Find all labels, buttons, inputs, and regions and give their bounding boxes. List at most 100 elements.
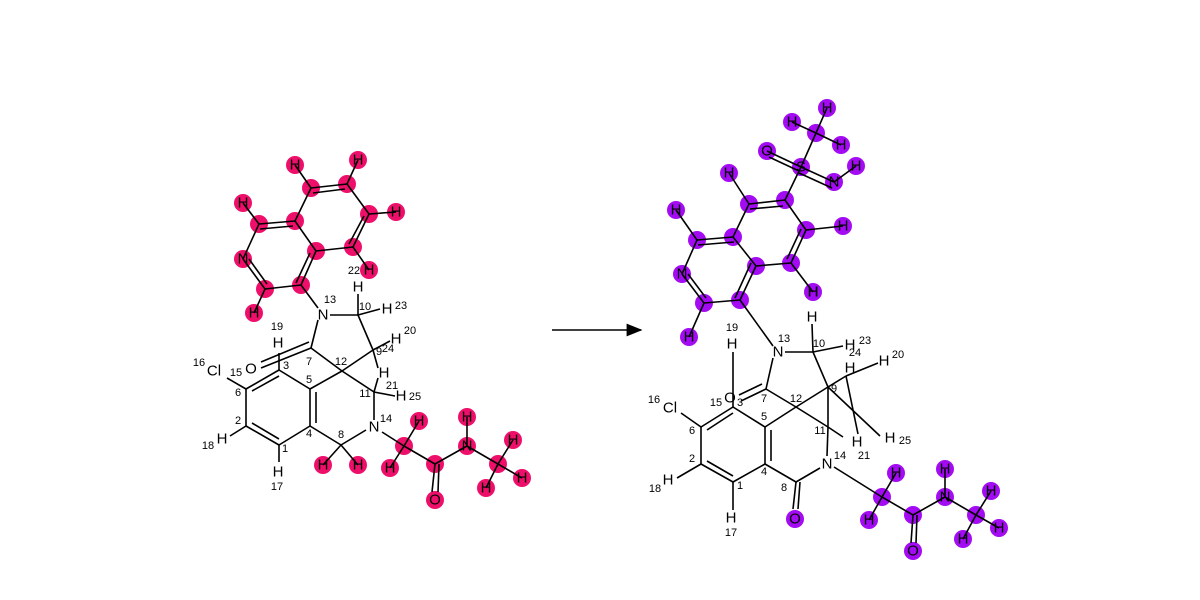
atom-number: 17 — [725, 527, 737, 539]
atom-number: 20 — [404, 325, 416, 337]
atom-label: H — [851, 158, 862, 175]
atom-number: 9 — [376, 346, 382, 358]
atom-label: H — [684, 329, 695, 346]
atom-label: N — [822, 456, 833, 473]
atom-number: 3 — [737, 397, 743, 409]
atom-label: H — [353, 279, 364, 296]
atom-label: N — [318, 307, 329, 324]
atom-number: 14 — [834, 450, 846, 462]
reactant-atom-labels: H H H H N H H H N H H H H H O Cl N H H H… — [207, 152, 528, 509]
atom-label: H — [671, 202, 682, 219]
atom-number: 25 — [899, 435, 911, 447]
atom-number: 23 — [859, 335, 871, 347]
atom-number: 9 — [831, 383, 837, 395]
atom-number: 11 — [814, 425, 825, 437]
atom-number: 10 — [359, 301, 371, 313]
atom-label: H — [838, 218, 849, 235]
atom-label: H — [391, 331, 402, 348]
atom-label: H — [807, 309, 818, 326]
atom-label: N — [940, 489, 951, 506]
atom-label: H — [724, 165, 735, 182]
atom-number: 14 — [380, 413, 392, 425]
atom-label: H — [879, 353, 890, 370]
atom-label: H — [290, 157, 301, 174]
atom-number: 12 — [790, 393, 802, 405]
atom-number: 1 — [737, 480, 743, 492]
atom-label: H — [864, 512, 875, 529]
product-atom-labels: H H H O S H N H H H N H H H N H H H H H … — [663, 100, 1005, 560]
atom-label: H — [940, 461, 951, 478]
atom-number: 15 — [230, 367, 242, 379]
atom-number: 16 — [193, 357, 205, 369]
atom-label: H — [508, 432, 519, 449]
atom-label: N — [238, 251, 249, 268]
atom-label: N — [677, 266, 688, 283]
atom-number: 4 — [306, 428, 312, 440]
atom-label: H — [353, 152, 364, 169]
atom-number: 18 — [202, 440, 214, 452]
atom-number: 6 — [235, 387, 241, 399]
atom-label: H — [885, 430, 896, 447]
product-highlights — [667, 99, 1008, 560]
atom-number: 11 — [359, 388, 370, 400]
atom-number: 7 — [306, 356, 312, 368]
atom-label: Cl — [663, 400, 677, 417]
atom-label: N — [462, 438, 473, 455]
atom-label: H — [273, 464, 284, 481]
atom-label: O — [245, 361, 257, 378]
atom-label: H — [994, 520, 1005, 537]
atom-label: H — [414, 413, 425, 430]
atom-number: 16 — [648, 394, 660, 406]
atom-number: 21 — [858, 450, 870, 462]
atom-label: H — [318, 457, 329, 474]
atom-label: Cl — [207, 363, 221, 380]
atom-label: H — [663, 472, 674, 489]
atom-label: O — [789, 511, 801, 528]
atom-label: H — [836, 137, 847, 154]
product-atom-numbers: 1 2 3 4 5 6 7 8 9 10 11 12 13 14 15 16 1… — [648, 322, 911, 539]
atom-number: 25 — [409, 391, 421, 403]
atom-label: H — [217, 431, 228, 448]
atom-label: O — [907, 543, 919, 560]
atom-label: H — [822, 100, 833, 117]
atom-label: N — [369, 419, 380, 436]
atom-number: 20 — [892, 349, 904, 361]
atom-number: 7 — [761, 393, 767, 405]
product-molecule: H H H O S H N H H H N H H H N H H H H H … — [648, 99, 1008, 560]
atom-number: 2 — [689, 453, 695, 465]
atom-number: 12 — [335, 356, 347, 368]
atom-number: 1 — [282, 443, 288, 455]
atom-number: 3 — [283, 360, 289, 372]
atom-number: 19 — [271, 321, 283, 333]
atom-label: H — [891, 465, 902, 482]
atom-label: H — [462, 409, 473, 426]
reactant-bonds — [226, 159, 523, 493]
atom-label: H — [481, 480, 492, 497]
atom-number: 6 — [689, 425, 695, 437]
atom-label: H — [382, 301, 393, 318]
reactant-atom-numbers: 1 2 3 4 5 6 7 8 9 10 11 12 13 14 15 16 1… — [193, 265, 421, 493]
atom-number: 4 — [761, 466, 767, 478]
atom-label: N — [829, 174, 840, 191]
atom-label: H — [238, 195, 249, 212]
atom-label: H — [364, 262, 375, 279]
atom-number: 19 — [726, 322, 738, 334]
reactant-molecule: H H H H N H H H N H H H H H O Cl N H H H… — [193, 151, 531, 509]
atom-number: 21 — [386, 380, 398, 392]
atom-label: H — [787, 114, 798, 131]
atom-label: N — [773, 344, 784, 361]
atom-number: 10 — [813, 338, 825, 350]
atom-number: 8 — [781, 482, 787, 494]
atom-number: 22 — [348, 265, 360, 277]
atom-number: 13 — [778, 333, 790, 345]
atom-label: H — [958, 531, 969, 548]
atom-number: 24 — [849, 347, 861, 359]
atom-number: 18 — [649, 483, 661, 495]
atom-label: O — [761, 143, 773, 160]
atom-label: H — [726, 510, 737, 527]
atom-number: 5 — [306, 374, 312, 386]
atom-label: H — [845, 360, 856, 377]
atom-number: 13 — [324, 294, 336, 306]
atom-label: O — [429, 492, 441, 509]
